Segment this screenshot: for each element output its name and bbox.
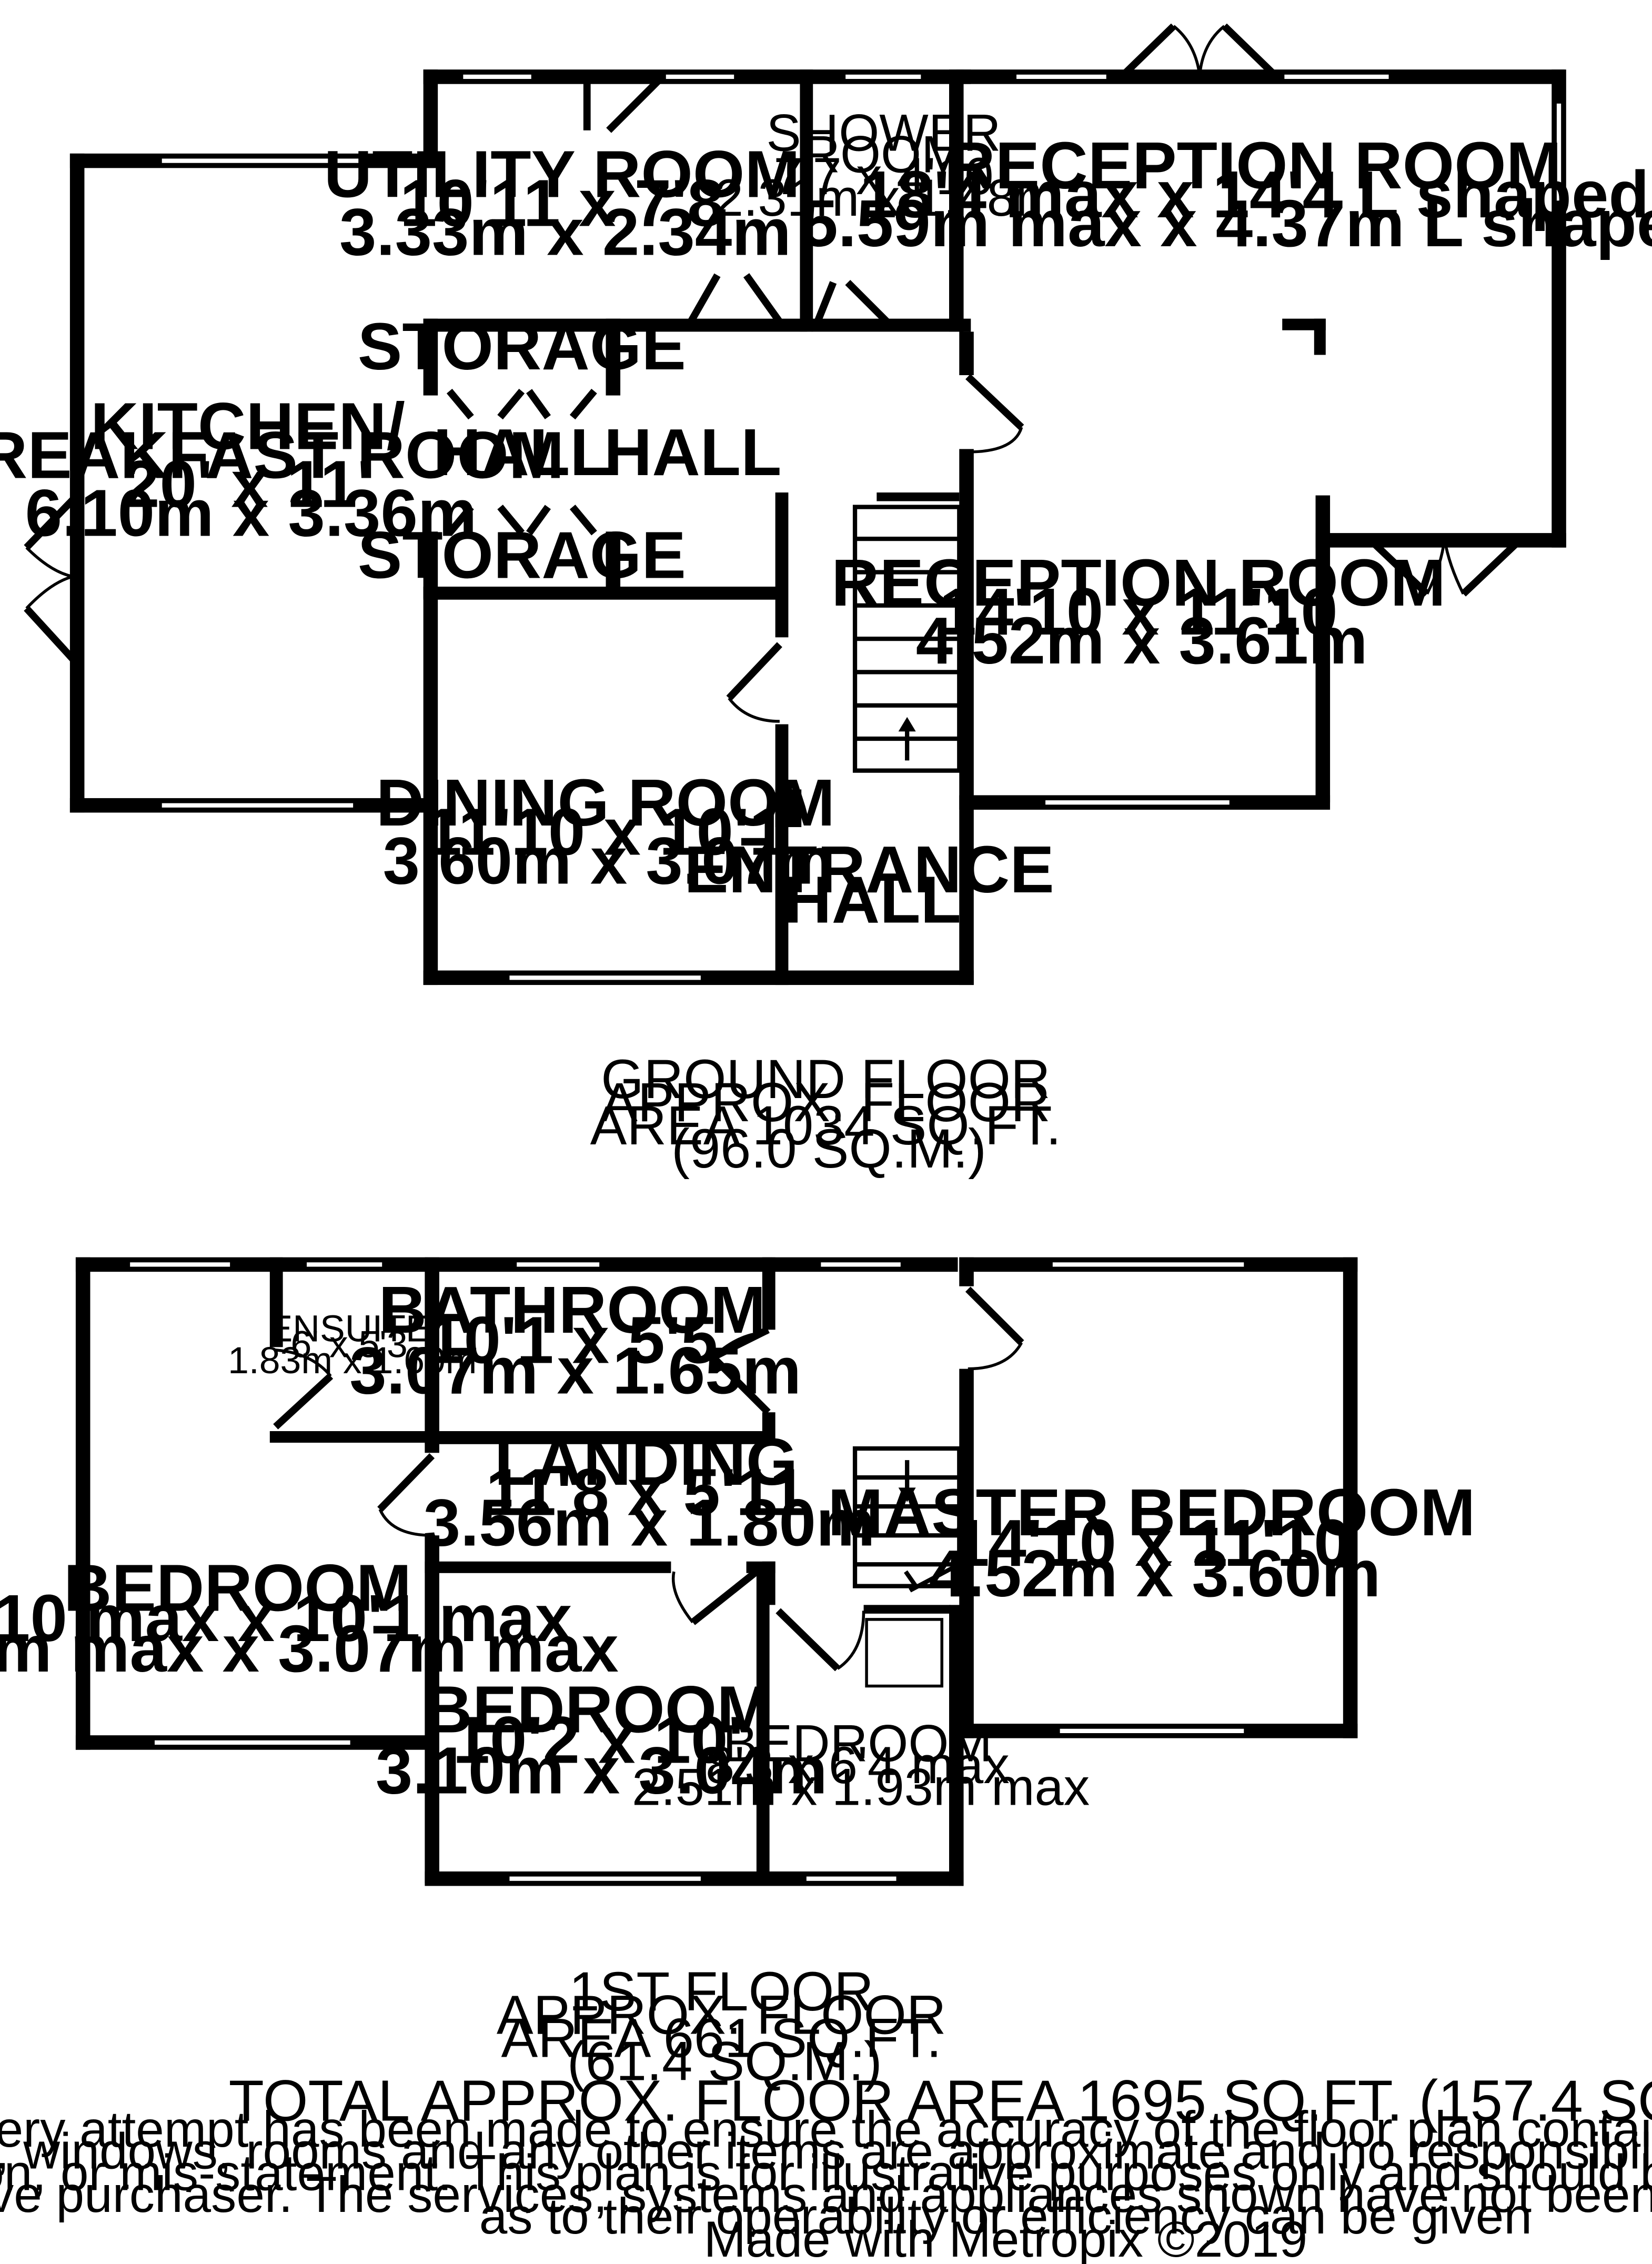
storage-top-label: STORAGE — [358, 309, 686, 384]
bathroom-label: BATHROOM 10'1 x 5'5 3.07m x 1.65m — [349, 1272, 801, 1408]
reception-room-label: RECEPTION ROOM 14'10 x 11'10 4.52m x 3.6… — [831, 545, 1452, 678]
hall-right-label: HALL — [604, 415, 782, 489]
dining-room-label: DINING ROOM 11'10 x 10'1 3.60m x 3.07m — [376, 765, 842, 898]
entrance-hall-label: ENTRANCE HALL — [684, 832, 1061, 937]
credit: Made with Metropix ©2019 — [704, 2211, 1307, 2264]
ground-floor-windows — [157, 70, 1566, 984]
ensuite-label: ENSUITE 6' x 5'3 1.83m x 1.60m — [228, 1307, 477, 1382]
first-floor-windows — [125, 1258, 1248, 1886]
ground-floor-area-note: GROUND FLOOR APPROX. FLOOR AREA 1034 SQ.… — [590, 1049, 1068, 1180]
first-floor-area-note: 1ST FLOOR APPROX. FLOOR AREA 661 SQ.FT. … — [497, 1961, 953, 2092]
ground-floor-stairs — [852, 505, 962, 773]
hall-left-label: HALL — [433, 415, 611, 489]
bedroom-small-label: BEDROOM 8'3 x 6'4 max 2.51m x 1.93m max — [632, 1715, 1090, 1817]
storage-bottom-label: STORAGE — [358, 517, 686, 592]
total-floor-area: TOTAL APPROX. FLOOR AREA 1695 SQ.FT. (15… — [229, 2068, 1652, 2133]
bedroom-left-label: BEDROOM 14'10 max x 10'1 max 4.52m max x… — [0, 1550, 619, 1686]
first-floor-stairs — [852, 1446, 962, 1688]
first-floor-plan: ENSUITE 6' x 5'3 1.83m x 1.60m BATHROOM … — [0, 1257, 1482, 2092]
first-floor-room-labels: ENSUITE 6' x 5'3 1.83m x 1.60m BATHROOM … — [0, 1272, 1482, 1817]
kitchen-label: KITCHEN/ BREAKFAST ROOM 20' x 11' 6.10m … — [0, 388, 571, 550]
bedroom-middle-label: BEDROOM 10'2 x 10' 3.10m x 3.04m — [376, 1672, 828, 1808]
landing-label: LANDING 11'8 x 5'11 3.56m x 1.80m — [424, 1424, 875, 1560]
first-floor-doors — [273, 1286, 1024, 1672]
ground-floor-room-labels: UTILITY ROOM 10'11 x 7'8 3.33m x 2.34m S… — [0, 104, 1652, 937]
ground-floor-plan: UTILITY ROOM 10'11 x 7'8 3.33m x 2.34m S… — [0, 23, 1652, 1180]
shower-room-label: SHOWER ROOM 7'7 x 4'10 2.31m x 1.48m — [714, 104, 1059, 227]
disclaimer: Whilst every attempt has been made to en… — [0, 2101, 1652, 2245]
ground-floor-doors — [24, 23, 1524, 723]
utility-room-label: UTILITY ROOM 10'11 x 7'8 3.33m x 2.34m — [324, 136, 807, 269]
master-bedroom-label: MASTER BEDROOM 14'10 x 11'10 4.52m x 3.6… — [828, 1475, 1482, 1611]
reception-room-l-label: RECEPTION ROOM 18'4 max x 14'4 L shaped … — [801, 128, 1652, 260]
